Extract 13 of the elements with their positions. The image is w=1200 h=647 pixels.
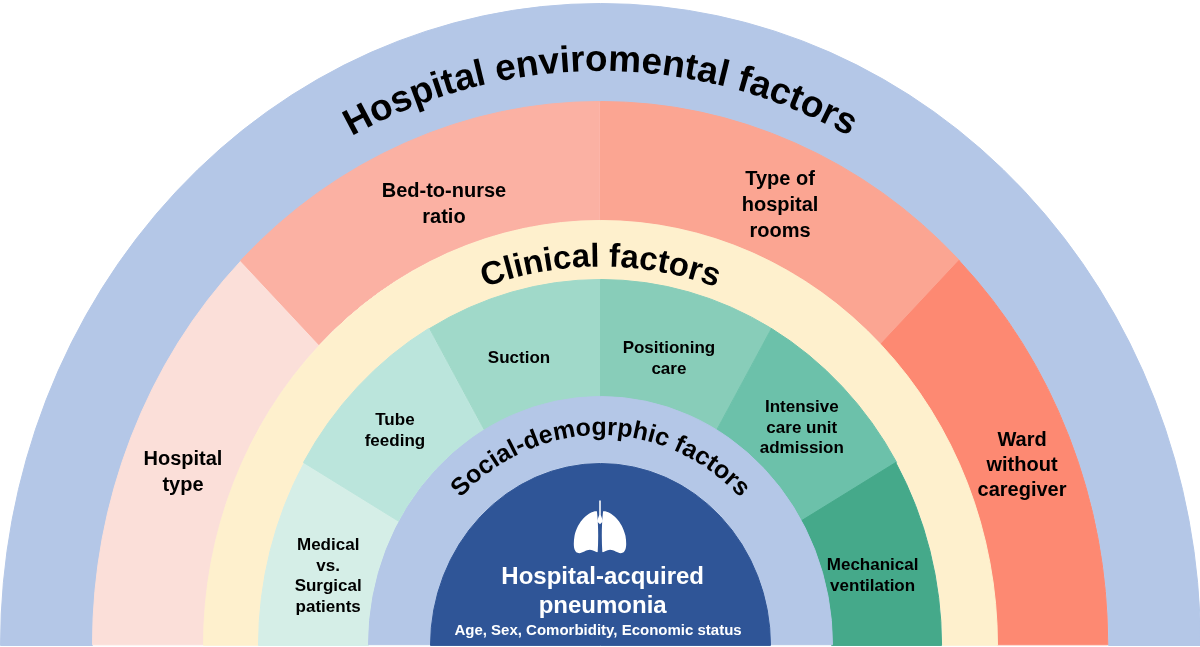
segment-label: Suction <box>486 346 552 368</box>
segment-label: Positioning care <box>621 336 717 379</box>
segment-label: Intensive care unit admission <box>758 397 845 460</box>
segment-label: Medical vs. Surgical patients <box>293 535 363 618</box>
segment-label: Type of hospital rooms <box>740 166 820 244</box>
segment-label: Tube feeding <box>363 409 427 452</box>
segment-label: Hospital type <box>142 446 224 497</box>
segment-label: Ward without caregiver <box>976 426 1068 502</box>
arc-heading: Clinical factors <box>474 236 726 294</box>
segment-label: Mechanical ventilation <box>825 553 920 596</box>
segment-label: Bed-to-nurse ratio <box>380 178 508 230</box>
center-subtitle: Age, Sex, Comorbidity, Economic status <box>454 621 742 639</box>
center-title: Hospital-acquired pneumonia <box>500 561 706 620</box>
